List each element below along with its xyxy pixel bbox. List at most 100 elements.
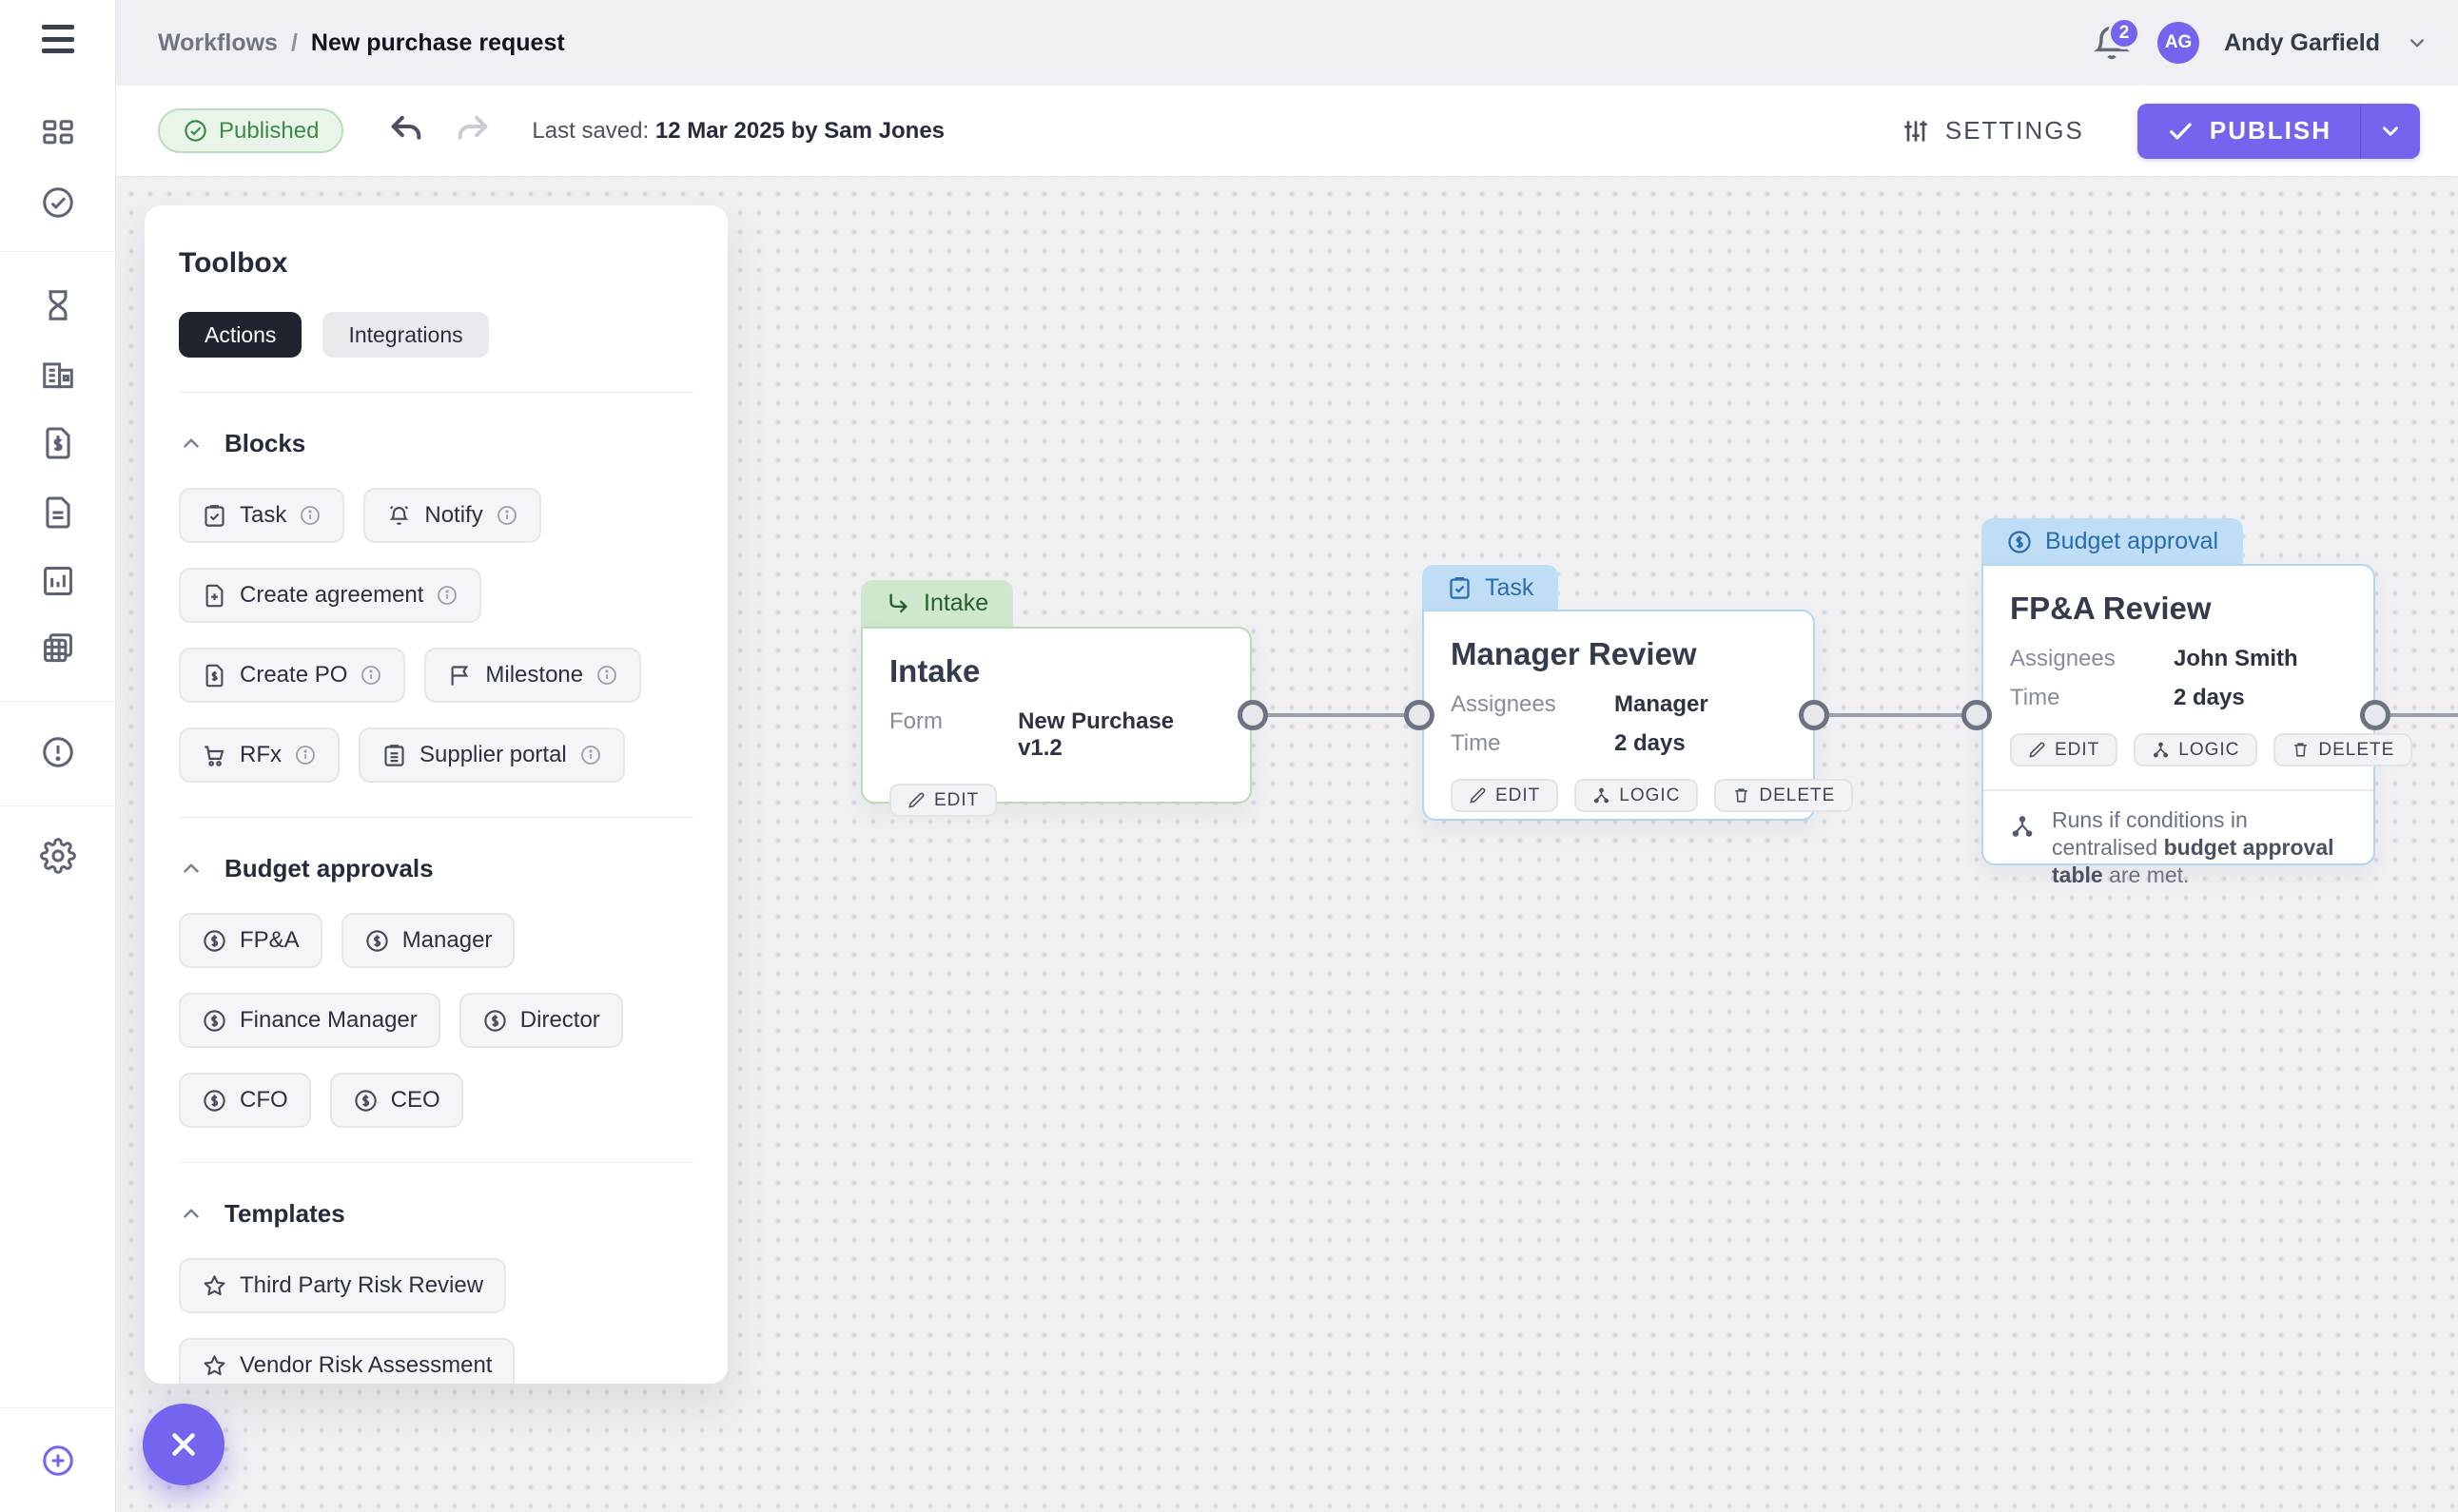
delete-button[interactable]: DELETE	[1714, 779, 1854, 812]
edit-button[interactable]: EDIT	[889, 784, 998, 817]
section-header-budget-approvals[interactable]: Budget approvals	[179, 852, 693, 884]
breadcrumb-workflows-link[interactable]: Workflows	[158, 29, 278, 56]
edge-intake-to-manager	[1265, 713, 1406, 717]
info-icon[interactable]	[294, 744, 317, 766]
toolbox-panel: Toolbox Actions Integrations Blocks Task	[145, 205, 728, 1384]
output-port-manager-review[interactable]	[1799, 700, 1829, 730]
divider	[179, 392, 693, 393]
sidebar-divider	[0, 701, 116, 702]
block-supplier-portal-button[interactable]: Supplier portal	[359, 727, 625, 783]
blocks-grid: Task Notify Create agreement Create PO	[179, 488, 693, 783]
node-title: FP&A Review	[2010, 591, 2212, 626]
node-card-fpa-review[interactable]: FP&A Review Assignees John Smith Time 2 …	[1981, 564, 2413, 887]
info-icon[interactable]	[496, 504, 518, 527]
pending-hourglass-icon[interactable]	[40, 287, 76, 323]
cart-icon	[205, 745, 224, 766]
corner-down-right-icon	[889, 593, 907, 613]
sliders-icon	[1904, 120, 1927, 142]
status-badge: Published	[158, 108, 344, 153]
template-third-party-risk-review-button[interactable]: Third Party Risk Review	[179, 1258, 507, 1313]
dollar-circle-icon	[204, 1009, 225, 1032]
condition-note-text: Runs if conditions in centralised budget…	[2052, 807, 2334, 887]
notifications-bell-icon[interactable]: 2	[2091, 17, 2141, 65]
block-create-po-button[interactable]: Create PO	[179, 648, 406, 703]
block-notify-button[interactable]: Notify	[363, 488, 541, 543]
bar-chart-icon[interactable]	[40, 563, 76, 599]
input-port-fpa-review[interactable]	[1961, 700, 1992, 730]
template-vendor-risk-assessment-button[interactable]: Vendor Risk Assessment	[179, 1338, 516, 1384]
tables-icon[interactable]	[40, 630, 76, 667]
check-icon	[2169, 123, 2192, 139]
publish-button[interactable]: PUBLISH	[2136, 103, 2420, 159]
input-port-manager-review[interactable]	[1404, 700, 1434, 730]
info-icon[interactable]	[579, 744, 602, 766]
divider	[179, 817, 693, 818]
block-create-agreement-button[interactable]: Create agreement	[179, 568, 482, 623]
info-icon[interactable]	[436, 584, 458, 607]
branch-icon	[1594, 787, 1609, 804]
output-port-intake[interactable]	[1238, 700, 1268, 730]
dashboard-icon[interactable]	[40, 117, 76, 153]
info-icon[interactable]	[595, 664, 618, 687]
file-plus-icon	[205, 584, 224, 607]
alert-circle-icon[interactable]	[40, 734, 76, 770]
undo-icon[interactable]	[387, 112, 425, 150]
avatar[interactable]: AG	[2157, 22, 2200, 64]
chevron-down-icon[interactable]	[2405, 30, 2429, 55]
node-tag-intake[interactable]: Intake	[861, 580, 1014, 627]
invoice-dollar-icon[interactable]	[40, 425, 76, 461]
block-milestone-button[interactable]: Milestone	[424, 648, 642, 703]
approval-cfo-button[interactable]: CFO	[179, 1073, 311, 1128]
approval-manager-button[interactable]: Manager	[341, 913, 516, 968]
info-icon[interactable]	[299, 504, 322, 527]
edit-button[interactable]: EDIT	[1451, 779, 1559, 812]
approval-ceo-button[interactable]: CEO	[329, 1073, 463, 1128]
last-saved-value: 12 Mar 2025 by Sam Jones	[654, 117, 946, 144]
plus-circle-icon[interactable]	[40, 1443, 76, 1479]
info-icon[interactable]	[360, 664, 382, 687]
pencil-icon	[2029, 742, 2045, 758]
node-row: Form New Purchase v1.2	[889, 708, 1175, 761]
settings-label: SETTINGS	[1944, 116, 2084, 145]
node-tag-task[interactable]: Task	[1422, 565, 1559, 611]
delete-button[interactable]: DELETE	[2273, 733, 2413, 766]
publish-dropdown-button[interactable]	[2361, 104, 2420, 159]
node-card-manager-review[interactable]: Manager Review Assignees Manager Time 2 …	[1422, 610, 1854, 821]
user-name: Andy Garfield	[2224, 29, 2380, 56]
flag-icon	[451, 665, 469, 686]
edge-manager-to-fpa	[1826, 713, 1964, 717]
approval-fpa-button[interactable]: FP&A	[179, 913, 322, 968]
dollar-circle-icon	[204, 929, 225, 952]
document-icon[interactable]	[40, 494, 76, 531]
notification-count-badge: 2	[2108, 17, 2141, 49]
organization-icon[interactable]	[40, 357, 76, 393]
block-rfx-button[interactable]: RFx	[179, 727, 340, 783]
close-toolbox-fab[interactable]	[143, 1404, 224, 1485]
pencil-icon	[1470, 787, 1486, 804]
chevron-up-icon	[184, 1209, 199, 1218]
star-icon	[204, 1274, 225, 1295]
dollar-circle-icon	[365, 929, 388, 952]
approval-director-button[interactable]: Director	[458, 993, 623, 1048]
approval-finance-manager-button[interactable]: Finance Manager	[179, 993, 440, 1048]
tab-integrations[interactable]: Integrations	[322, 312, 489, 358]
edit-button[interactable]: EDIT	[2010, 733, 2118, 766]
node-card-intake[interactable]: Intake Form New Purchase v1.2 EDIT	[861, 627, 1252, 817]
tab-actions[interactable]: Actions	[179, 312, 302, 358]
publish-label: PUBLISH	[2209, 116, 2331, 145]
gear-icon[interactable]	[40, 838, 76, 874]
section-header-templates[interactable]: Templates	[179, 1197, 693, 1230]
hamburger-menu-icon[interactable]	[42, 25, 74, 53]
block-task-button[interactable]: Task	[179, 488, 345, 543]
settings-button[interactable]: SETTINGS	[1901, 116, 2084, 146]
section-header-blocks[interactable]: Blocks	[179, 427, 693, 459]
sidebar-divider	[0, 805, 116, 806]
node-tag-budget-approval[interactable]: Budget approval	[1981, 518, 2244, 565]
logic-button[interactable]: LOGIC	[1574, 779, 1699, 812]
output-port-fpa-review[interactable]	[2360, 700, 2390, 730]
close-icon	[172, 1433, 195, 1456]
logic-button[interactable]: LOGIC	[2134, 733, 2258, 766]
approvals-check-circle-icon[interactable]	[40, 184, 76, 221]
node-row: Time 2 days	[1451, 730, 1686, 756]
